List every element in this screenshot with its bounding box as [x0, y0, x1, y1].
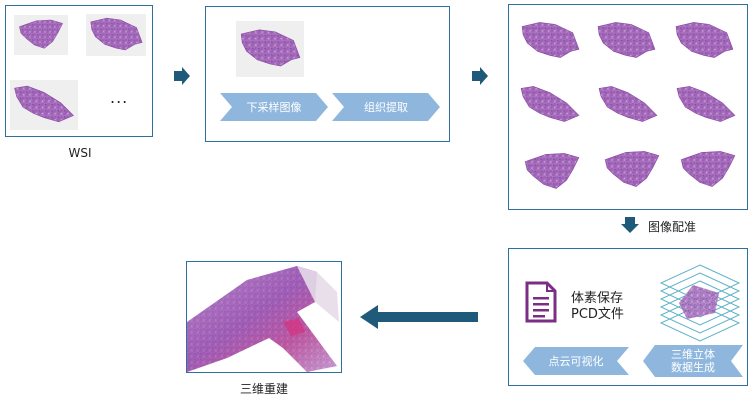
chevron-shape: [643, 345, 743, 377]
right-arrow-icon: [174, 67, 190, 85]
tissue-slice: [680, 151, 736, 187]
down-arrow-icon: [621, 217, 639, 233]
wsi-panel: ...: [5, 5, 153, 137]
more-slides-ellipsis: ...: [110, 88, 129, 107]
tissue-image: [19, 19, 63, 49]
reconstruction-panel: [186, 261, 342, 373]
tissue-extract-step: 组织提取: [332, 93, 440, 121]
downsample-step: 下采样图像: [220, 93, 328, 121]
tissue-slice: [604, 151, 660, 187]
tissue-image: [240, 29, 301, 67]
tissue-image: [90, 17, 143, 51]
chevron-shape: [332, 93, 440, 121]
document-icon: [525, 281, 557, 323]
chevron-shape: [220, 93, 328, 121]
stack-generation-line1: 三维立体: [671, 348, 715, 361]
pcd-label-line2: PCD文件: [571, 307, 624, 322]
left-arrow-icon: [360, 305, 478, 329]
pointcloud-panel: 体素保存 PCD文件 点云可视化 三维立体 数据生成: [508, 248, 748, 386]
tissue-slice: [524, 153, 580, 189]
stack-generation-step: 三维立体 数据生成: [643, 345, 743, 377]
preprocess-panel: 下采样图像 组织提取: [205, 6, 450, 142]
right-arrow-icon: [472, 67, 488, 85]
reconstruction-render: [187, 262, 341, 372]
wsi-thumbnail-1: [14, 15, 68, 55]
registration-caption: 图像配准: [648, 220, 697, 234]
reconstruction-caption: 三维重建: [240, 382, 289, 396]
pcd-label-line1: 体素保存: [571, 291, 624, 306]
tissue-slice: [676, 86, 736, 122]
pointcloud-vis-label: 点云可视化: [548, 355, 604, 368]
downsample-label: 下采样图像: [246, 101, 302, 114]
wsi-caption: WSI: [68, 146, 92, 160]
slices-grid-panel: [508, 4, 748, 210]
downsampled-thumbnail: [236, 21, 304, 77]
pointcloud-vis-step: 点云可视化: [523, 347, 629, 375]
layer-stack-icon: [659, 264, 741, 342]
chevron-shape: [523, 347, 629, 375]
pcd-label: 体素保存 PCD文件: [571, 291, 624, 323]
tissue-slice: [598, 86, 658, 122]
tissue-slice: [597, 22, 656, 58]
tissue-slice: [521, 22, 580, 58]
tissue-slice-grid: [520, 22, 736, 189]
tissue-extract-label: 组织提取: [364, 101, 408, 114]
stack-generation-line2: 数据生成: [671, 361, 715, 374]
wsi-thumbnail-3: [10, 80, 78, 130]
tissue-slice: [675, 22, 734, 58]
tissue-image: [14, 85, 74, 123]
tissue-slice: [520, 86, 580, 122]
wsi-thumbnail-2: [86, 14, 146, 56]
